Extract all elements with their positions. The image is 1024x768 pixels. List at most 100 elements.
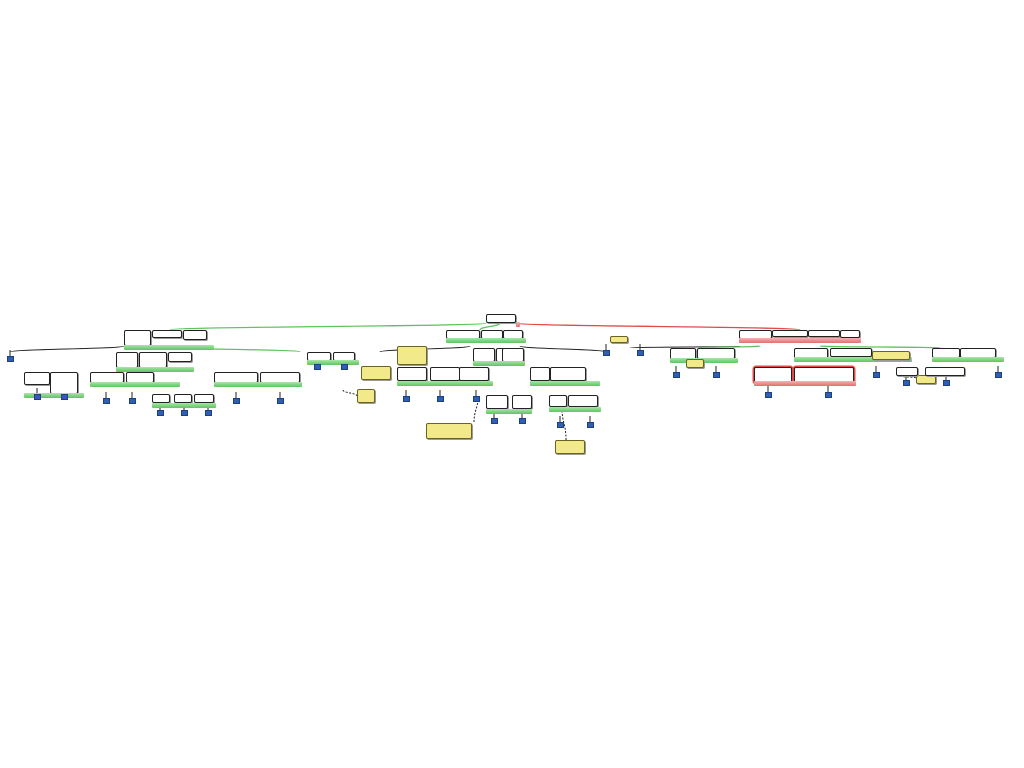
argument-box[interactable] xyxy=(473,348,495,362)
support-band xyxy=(446,338,526,343)
evidence-leaf[interactable] xyxy=(93,398,119,404)
argument-box[interactable] xyxy=(896,367,918,376)
evidence-leaf[interactable] xyxy=(863,372,889,378)
evidence-icon xyxy=(402,396,410,402)
support-band xyxy=(486,409,532,414)
evidence-icon xyxy=(490,418,498,424)
evidence-leaf[interactable] xyxy=(593,350,619,356)
support-band xyxy=(530,381,600,386)
evidence-leaf[interactable] xyxy=(755,392,781,398)
evidence-leaf[interactable] xyxy=(304,364,330,370)
evidence-leaf[interactable] xyxy=(663,372,689,378)
support-band xyxy=(214,382,302,387)
evidence-leaf[interactable] xyxy=(577,422,603,428)
support-band xyxy=(90,382,180,387)
evidence-leaf[interactable] xyxy=(463,396,489,402)
support-band xyxy=(124,345,214,350)
evidence-icon xyxy=(824,392,832,398)
evidence-leaf[interactable] xyxy=(703,372,729,378)
note-box[interactable] xyxy=(872,351,910,360)
argument-box[interactable] xyxy=(116,352,138,368)
evidence-leaf[interactable] xyxy=(147,410,173,416)
evidence-leaf[interactable] xyxy=(51,394,77,400)
evidence-icon xyxy=(6,356,14,362)
argument-box[interactable] xyxy=(397,367,427,381)
evidence-leaf[interactable] xyxy=(331,364,357,370)
support-band xyxy=(670,358,738,363)
note-link xyxy=(473,395,479,424)
note-box[interactable] xyxy=(426,423,472,439)
argument-box[interactable] xyxy=(194,394,214,403)
connector xyxy=(9,345,125,353)
objection-band xyxy=(516,322,520,327)
argument-box[interactable] xyxy=(50,372,78,394)
evidence-icon xyxy=(764,392,772,398)
support-band xyxy=(116,367,194,372)
note-box[interactable] xyxy=(610,336,628,343)
evidence-icon xyxy=(33,394,41,400)
argument-box[interactable] xyxy=(512,395,532,409)
argument-box[interactable] xyxy=(430,367,460,381)
support-band xyxy=(24,393,84,398)
evidence-icon xyxy=(436,396,444,402)
support-band xyxy=(932,357,1004,362)
support-band xyxy=(473,361,525,366)
support-band xyxy=(397,381,493,386)
evidence-icon xyxy=(942,380,950,386)
evidence-leaf[interactable] xyxy=(985,372,1011,378)
note-box[interactable] xyxy=(357,389,375,403)
evidence-leaf[interactable] xyxy=(24,394,50,400)
argument-box[interactable] xyxy=(24,372,50,385)
root-claim-box[interactable] xyxy=(486,314,516,323)
argument-box[interactable] xyxy=(152,330,182,338)
argument-box[interactable] xyxy=(549,395,567,407)
note-box[interactable] xyxy=(555,440,585,454)
argument-box[interactable] xyxy=(174,394,192,403)
note-box[interactable] xyxy=(397,346,427,365)
argument-box[interactable] xyxy=(459,367,489,381)
evidence-leaf[interactable] xyxy=(119,398,145,404)
support-link xyxy=(169,322,487,331)
evidence-leaf[interactable] xyxy=(267,398,293,404)
evidence-icon xyxy=(340,364,348,370)
evidence-icon xyxy=(602,350,610,356)
note-box[interactable] xyxy=(686,359,704,368)
argument-box[interactable] xyxy=(772,330,808,337)
evidence-leaf[interactable] xyxy=(933,380,959,386)
evidence-leaf[interactable] xyxy=(427,396,453,402)
objection-link xyxy=(515,322,801,331)
note-box[interactable] xyxy=(361,366,391,380)
argument-box[interactable] xyxy=(168,352,192,362)
argument-box[interactable] xyxy=(840,330,860,338)
note-link xyxy=(899,375,917,379)
argument-box[interactable] xyxy=(124,330,151,346)
argument-box[interactable] xyxy=(183,330,207,340)
evidence-icon xyxy=(102,398,110,404)
argument-box[interactable] xyxy=(550,367,586,381)
argument-box[interactable] xyxy=(502,348,524,362)
evidence-leaf[interactable] xyxy=(223,398,249,404)
support-band xyxy=(549,407,601,412)
evidence-leaf[interactable] xyxy=(509,418,535,424)
evidence-leaf[interactable] xyxy=(627,350,653,356)
evidence-leaf[interactable] xyxy=(481,418,507,424)
argument-box[interactable] xyxy=(486,395,508,409)
argument-box[interactable] xyxy=(139,352,167,368)
support-band xyxy=(307,360,359,365)
evidence-leaf[interactable] xyxy=(815,392,841,398)
argument-box[interactable] xyxy=(530,367,550,381)
objection-band xyxy=(739,338,861,343)
evidence-leaf[interactable] xyxy=(0,356,23,362)
argument-box[interactable] xyxy=(568,395,598,407)
evidence-leaf[interactable] xyxy=(393,396,419,402)
evidence-icon xyxy=(156,410,164,416)
evidence-leaf[interactable] xyxy=(171,410,197,416)
argument-box[interactable] xyxy=(925,367,965,376)
argument-box[interactable] xyxy=(808,330,840,337)
support-link xyxy=(699,345,761,349)
evidence-leaf[interactable] xyxy=(547,422,573,428)
argument-box[interactable] xyxy=(830,348,872,357)
evidence-leaf[interactable] xyxy=(195,410,221,416)
evidence-leaf[interactable] xyxy=(893,380,919,386)
argument-box[interactable] xyxy=(152,394,170,403)
